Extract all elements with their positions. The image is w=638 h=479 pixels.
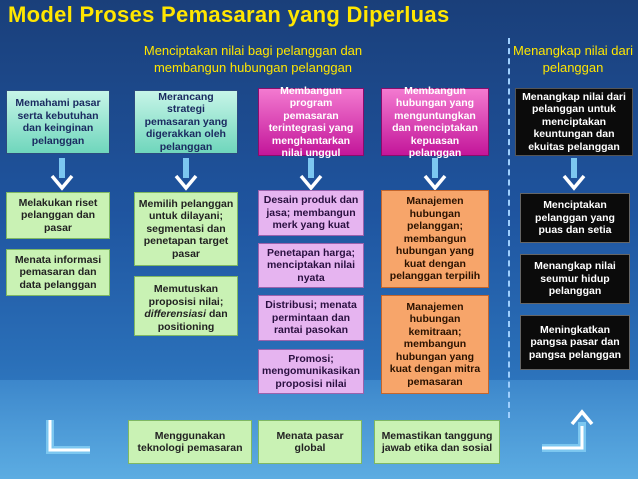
detail-lifetime-value: Menangkap nilai seumur hidup pelanggan [520,254,630,304]
bottom-technology: Menggunakan teknologi pemasaran [128,420,252,464]
detail-distribution: Distribusi; menata permintaan dan rantai… [258,295,364,341]
bottom-ethics: Memastikan tanggung jawab etika dan sosi… [374,420,500,464]
detail-market-share: Meningkatkan pangsa pasar dan pangsa pel… [520,315,630,370]
value-proposition-text: Memutuskan proposisi nilai; [148,283,224,308]
detail-pricing: Penetapan harga; menciptakan nilai nyata [258,243,364,288]
stage-build-relationships: Membangun hubungan yang menguntungkan da… [381,85,489,159]
header-capture-value: Menangkap nilai dari pelanggan [513,43,633,75]
stage-design-strategy: Merancang strategi pemasaran yang digera… [134,90,238,154]
differentiation-text: differensiasi [144,308,207,320]
detail-partner-relationship: Manajemen hubungan kemitraan; membangun … [381,295,489,394]
bottom-global: Menata pasar global [258,420,362,464]
detail-value-proposition: Memutuskan proposisi nilai; differensias… [134,276,238,336]
detail-satisfied-customers: Menciptakan pelanggan yang puas dan seti… [520,193,630,243]
dashed-divider [508,38,510,418]
detail-promotion: Promosi; mengomunikasikan proposisi nila… [258,349,364,394]
elbow-arrow-right [542,409,594,452]
positioning-text: dan positioning [157,308,228,333]
detail-segmentation: Memilih pelanggan untuk dilayani; segmen… [134,192,238,266]
down-arrows [50,158,586,191]
detail-information: Menata informasi pemasaran dan data pela… [6,249,110,296]
stage-build-program: Membangun program pemasaran terintegrasi… [258,85,364,159]
stage-understand-market: Memahami pasar serta kebutuhan dan keing… [6,90,110,154]
header-create-value: Menciptakan nilai bagi pelanggan dan mem… [143,43,363,75]
stage-capture-value: Menangkap nilai dari pelanggan untuk men… [515,88,633,156]
elbow-arrow-left [46,420,90,454]
detail-customer-relationship: Manajemen hubungan pelanggan; membangun … [381,190,489,288]
detail-product-design: Desain produk dan jasa; membangun merk y… [258,190,364,236]
page-title: Model Proses Pemasaran yang Diperluas [8,2,450,27]
detail-research: Melakukan riset pelanggan dan pasar [6,192,110,239]
